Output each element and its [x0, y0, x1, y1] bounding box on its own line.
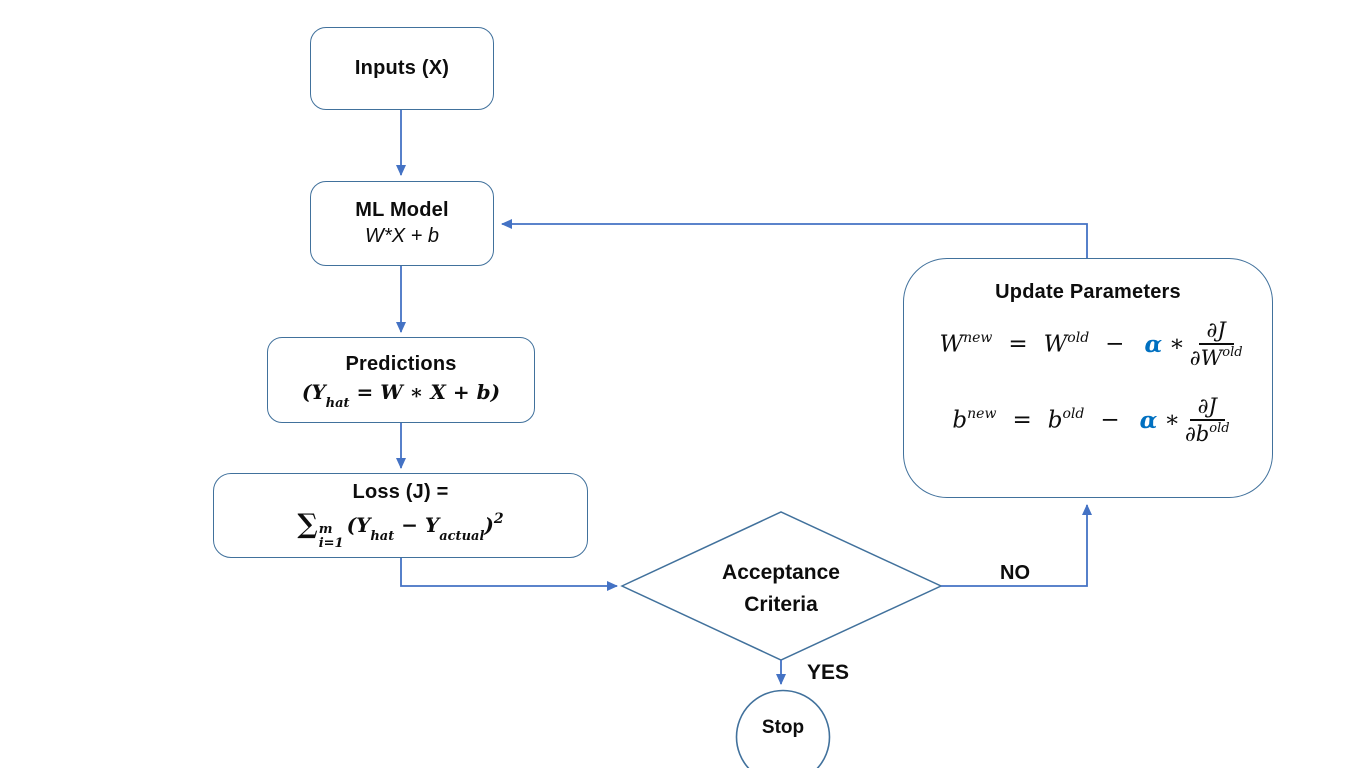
gradient-fraction-w: ∂J ∂Wold: [1189, 318, 1243, 371]
sigma-symbol: ∑: [297, 509, 318, 541]
loss-title: Loss (J) =: [352, 481, 449, 504]
edge-acceptance-no-to-update: [941, 504, 1092, 587]
predictions-formula: (Yhat = W ∗ X + b): [301, 379, 501, 411]
edge-label-no: NO: [1000, 562, 1030, 584]
update-parameters-title: Update Parameters: [995, 281, 1181, 303]
bias-update-equation: bnew = bold − α ∗ ∂J ∂bold: [952, 394, 1230, 447]
inputs-node: Inputs (X): [310, 27, 494, 110]
gradient-fraction-b: ∂J ∂bold: [1184, 394, 1230, 447]
ml-model-title: ML Model: [355, 199, 449, 221]
alpha-learning-rate: α: [1139, 406, 1158, 434]
predictions-node: Predictions (Yhat = W ∗ X + b): [267, 337, 535, 423]
edge-update-to-model: [501, 219, 1088, 258]
acceptance-criteria-label: Acceptance Criteria: [722, 561, 840, 616]
ml-model-node: ML Model W*X + b: [310, 181, 494, 266]
predictions-title: Predictions: [345, 352, 457, 375]
inputs-label: Inputs (X): [354, 57, 450, 79]
edge-label-yes: YES: [806, 661, 850, 684]
weight-update-equation: Wnew = Wold − α ∗ ∂J ∂Wold: [939, 318, 1243, 371]
update-parameters-node: Update Parameters Wnew = Wold − α ∗ ∂J ∂…: [903, 258, 1273, 498]
edge-loss-to-acceptance: [400, 558, 618, 591]
stop-circle-shape: [735, 689, 831, 768]
stop-label: Stop: [761, 717, 805, 738]
alpha-learning-rate: α: [1144, 330, 1163, 358]
ml-model-formula: W*X + b: [365, 225, 439, 247]
